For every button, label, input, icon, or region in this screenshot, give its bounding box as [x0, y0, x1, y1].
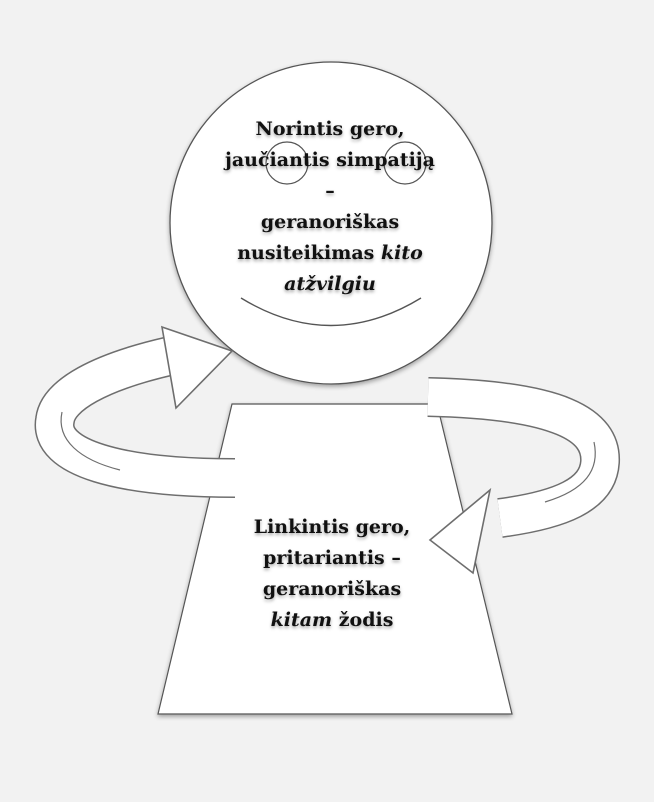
body-label-line: pritariantis – — [222, 543, 442, 574]
head-label-text: jaučiantis simpatiją — [225, 149, 435, 171]
body-label-text: kitam — [271, 609, 333, 631]
head-label-line: geranoriškas — [214, 207, 446, 238]
head-label-line: – — [214, 176, 446, 207]
head-label-line: nusiteikimas kito — [214, 238, 446, 269]
body-label-line: geranoriškas — [222, 574, 442, 605]
body-label: Linkintis gero, pritariantis – geranoriška… — [222, 512, 442, 636]
head-label-line: Norintis gero, — [214, 114, 446, 145]
head-label-text: atžvilgiu — [284, 273, 376, 295]
head-label-text: Norintis gero, — [255, 118, 404, 140]
head-label-text: nusiteikimas — [237, 242, 381, 264]
body-label-text: pritariantis – — [263, 547, 401, 569]
body-label-text: geranoriškas — [263, 578, 401, 600]
body-label-line: kitam žodis — [222, 605, 442, 636]
left-cycle-arrow — [55, 327, 235, 478]
body-label-text: žodis — [332, 609, 393, 631]
head-label-text: geranoriškas — [261, 211, 399, 233]
head-label-text: – — [325, 180, 335, 202]
head-label-line: jaučiantis simpatiją — [214, 145, 446, 176]
head-label-line: atžvilgiu — [214, 269, 446, 300]
head-label-text: kito — [381, 242, 423, 264]
head-label: Norintis gero, jaučiantis simpatiją – geran… — [214, 114, 446, 300]
body-label-text: Linkintis gero, — [254, 516, 411, 538]
body-label-line: Linkintis gero, — [222, 512, 442, 543]
